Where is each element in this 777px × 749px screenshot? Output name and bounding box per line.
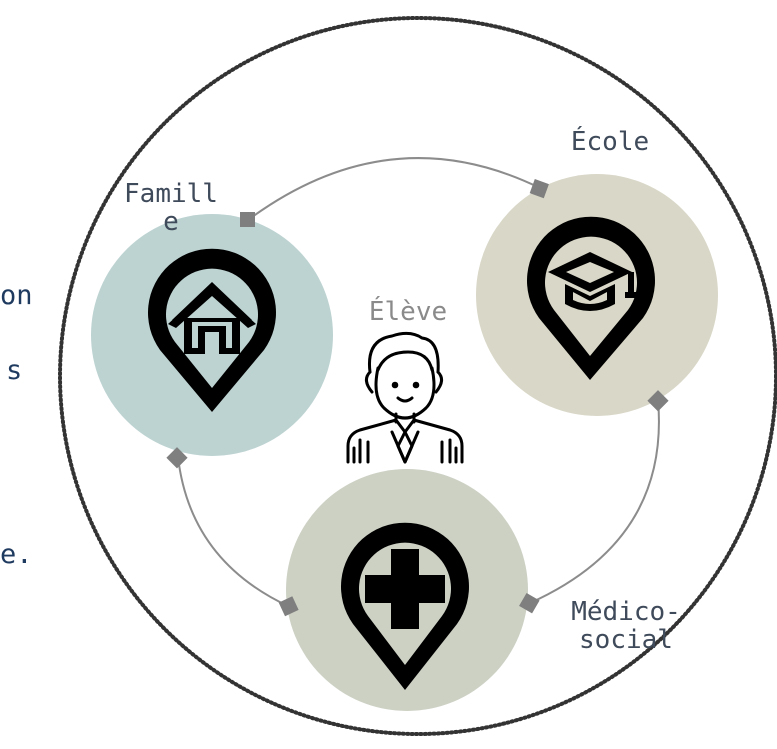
clipped-text-line-2: s [6, 355, 23, 386]
clipped-text-line-1: on [0, 280, 33, 311]
eleve-label: Élève [368, 297, 448, 327]
student-icon [346, 331, 464, 464]
graduation-cap-pin-icon [527, 216, 656, 380]
connector-handle [166, 447, 188, 469]
ecole-label: École [570, 127, 650, 157]
connector-famille-ecole [247, 157, 541, 221]
connector-handle [240, 212, 255, 227]
connector-handle [529, 179, 549, 199]
connector-handle [278, 596, 299, 617]
famille-label: Famill e [124, 179, 218, 238]
medical-cross-pin-icon [341, 522, 469, 690]
outer-dotted-ring [58, 16, 777, 736]
medico-label: Médico- social [571, 597, 681, 656]
connector-ecole-medico [529, 399, 660, 604]
connector-handle [647, 390, 669, 412]
clipped-text-line-3: e. [0, 539, 33, 570]
connector-medico-famille [177, 456, 289, 607]
home-pin-icon [148, 248, 277, 412]
connector-handle [519, 592, 540, 614]
